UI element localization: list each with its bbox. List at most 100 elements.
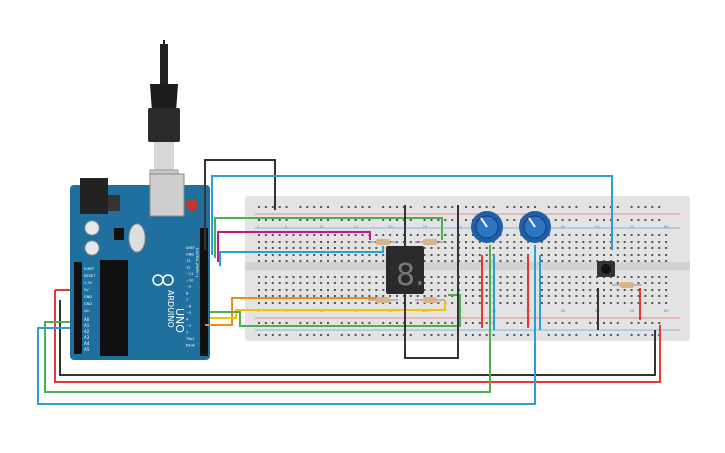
resistor-2 [415, 239, 445, 245]
potentiometer-2[interactable] [519, 211, 551, 243]
breadboard-hole [354, 241, 357, 243]
breadboard-hole [644, 276, 647, 278]
breadboard-hole [285, 260, 288, 262]
breadboard-hole [609, 254, 612, 256]
potentiometer-1[interactable] [471, 211, 503, 243]
breadboard-hole [423, 206, 426, 208]
breadboard-hole [665, 254, 668, 256]
breadboard-hole [616, 334, 619, 336]
breadboard-hole [327, 289, 329, 291]
breadboard-hole [361, 276, 364, 278]
breadboard-hole [637, 302, 640, 304]
breadboard-hole [258, 334, 260, 336]
breadboard-hole [396, 295, 398, 297]
breadboard-hole [623, 234, 626, 236]
breadboard-hole [409, 322, 412, 324]
breadboard-hole [513, 289, 516, 291]
breadboard-hole [478, 254, 481, 256]
breadboard-hole [340, 234, 343, 236]
breadboard-hole [554, 254, 557, 256]
breadboard-hole [540, 247, 543, 249]
breadboard-hole [589, 219, 592, 221]
digital-pin-label: ~9 [186, 285, 191, 289]
seven-segment-display[interactable]: 8. [386, 246, 425, 294]
breadboard-hole [651, 282, 654, 284]
breadboard-hole [630, 254, 633, 256]
breadboard-hole [437, 206, 440, 208]
breadboard-hole [320, 219, 323, 221]
breadboard-hole [285, 234, 288, 236]
breadboard-hole [568, 289, 571, 291]
breadboard-hole [465, 254, 467, 256]
breadboard-hole [465, 206, 467, 208]
breadboard-hole [368, 206, 371, 208]
power-pin-label: GND [84, 295, 92, 299]
breadboard-hole [354, 260, 357, 262]
breadboard-hole [527, 206, 530, 208]
breadboard-hole [271, 247, 274, 249]
breadboard-hole [513, 302, 516, 304]
breadboard-hole [333, 247, 336, 249]
breadboard-hole [437, 234, 440, 236]
breadboard-hole [437, 260, 440, 262]
breadboard-hole [540, 260, 543, 262]
digital-pin-label: AREF [186, 246, 195, 250]
breadboard-hole [603, 219, 605, 221]
breadboard-hole [561, 247, 564, 249]
breadboard-hole [637, 322, 640, 324]
breadboard-hole [651, 260, 654, 262]
breadboard-hole [271, 289, 274, 291]
breadboard-hole [423, 260, 426, 262]
breadboard-hole [389, 322, 392, 324]
breadboard-hole [271, 282, 274, 284]
breadboard-hole [665, 302, 668, 304]
wire-yellow [210, 300, 446, 319]
breadboard-hole [478, 260, 481, 262]
resistors[interactable] [368, 239, 642, 303]
breadboard-hole [354, 282, 357, 284]
breadboard-hole [306, 282, 309, 284]
breadboard-hole [485, 276, 488, 278]
breadboard-hole [451, 234, 454, 236]
breadboard-hole [513, 334, 516, 336]
breadboard-hole [547, 276, 550, 278]
breadboard-hole [589, 247, 592, 249]
breadboard-hole [658, 295, 661, 297]
breadboard-hole [603, 247, 605, 249]
breadboard-hole [637, 334, 640, 336]
breadboard-hole [630, 247, 633, 249]
breadboard-hole [465, 322, 467, 324]
breadboard-hole [623, 260, 626, 262]
breadboard-hole [478, 322, 481, 324]
breadboard-hole [547, 282, 550, 284]
pushbutton[interactable] [597, 261, 615, 277]
breadboard-hole [444, 206, 447, 208]
breadboard-hole [320, 295, 323, 297]
breadboard-hole [430, 219, 433, 221]
breadboard-hole [278, 295, 281, 297]
breadboard-hole [596, 247, 599, 249]
breadboard-hole [271, 241, 274, 243]
breadboard-hole [347, 260, 350, 262]
breadboard-hole [471, 260, 474, 262]
breadboard-hole [368, 219, 371, 221]
breadboard-hole [554, 322, 557, 324]
breadboard-hole [313, 206, 316, 208]
reset-button-icon[interactable] [186, 199, 198, 211]
breadboard-hole [285, 295, 288, 297]
breadboard-hole [513, 276, 516, 278]
breadboard-hole [575, 322, 578, 324]
power-pin-label: RESET [84, 274, 96, 278]
breadboard-hole [658, 260, 661, 262]
breadboard-hole [278, 247, 281, 249]
breadboard-hole [616, 276, 619, 278]
breadboard-hole [513, 295, 516, 297]
arduino-uno-board[interactable]: ARDUINO UNO DIGITAL (PWM~) AREFGND1312~1… [70, 173, 210, 360]
breadboard-hole [471, 334, 474, 336]
breadboard-hole [637, 206, 640, 208]
power-pin-label: 5V [84, 288, 89, 292]
breadboard-hole [368, 276, 371, 278]
breadboard-hole [665, 282, 668, 284]
breadboard-hole [561, 206, 564, 208]
breadboard-hole [285, 282, 288, 284]
